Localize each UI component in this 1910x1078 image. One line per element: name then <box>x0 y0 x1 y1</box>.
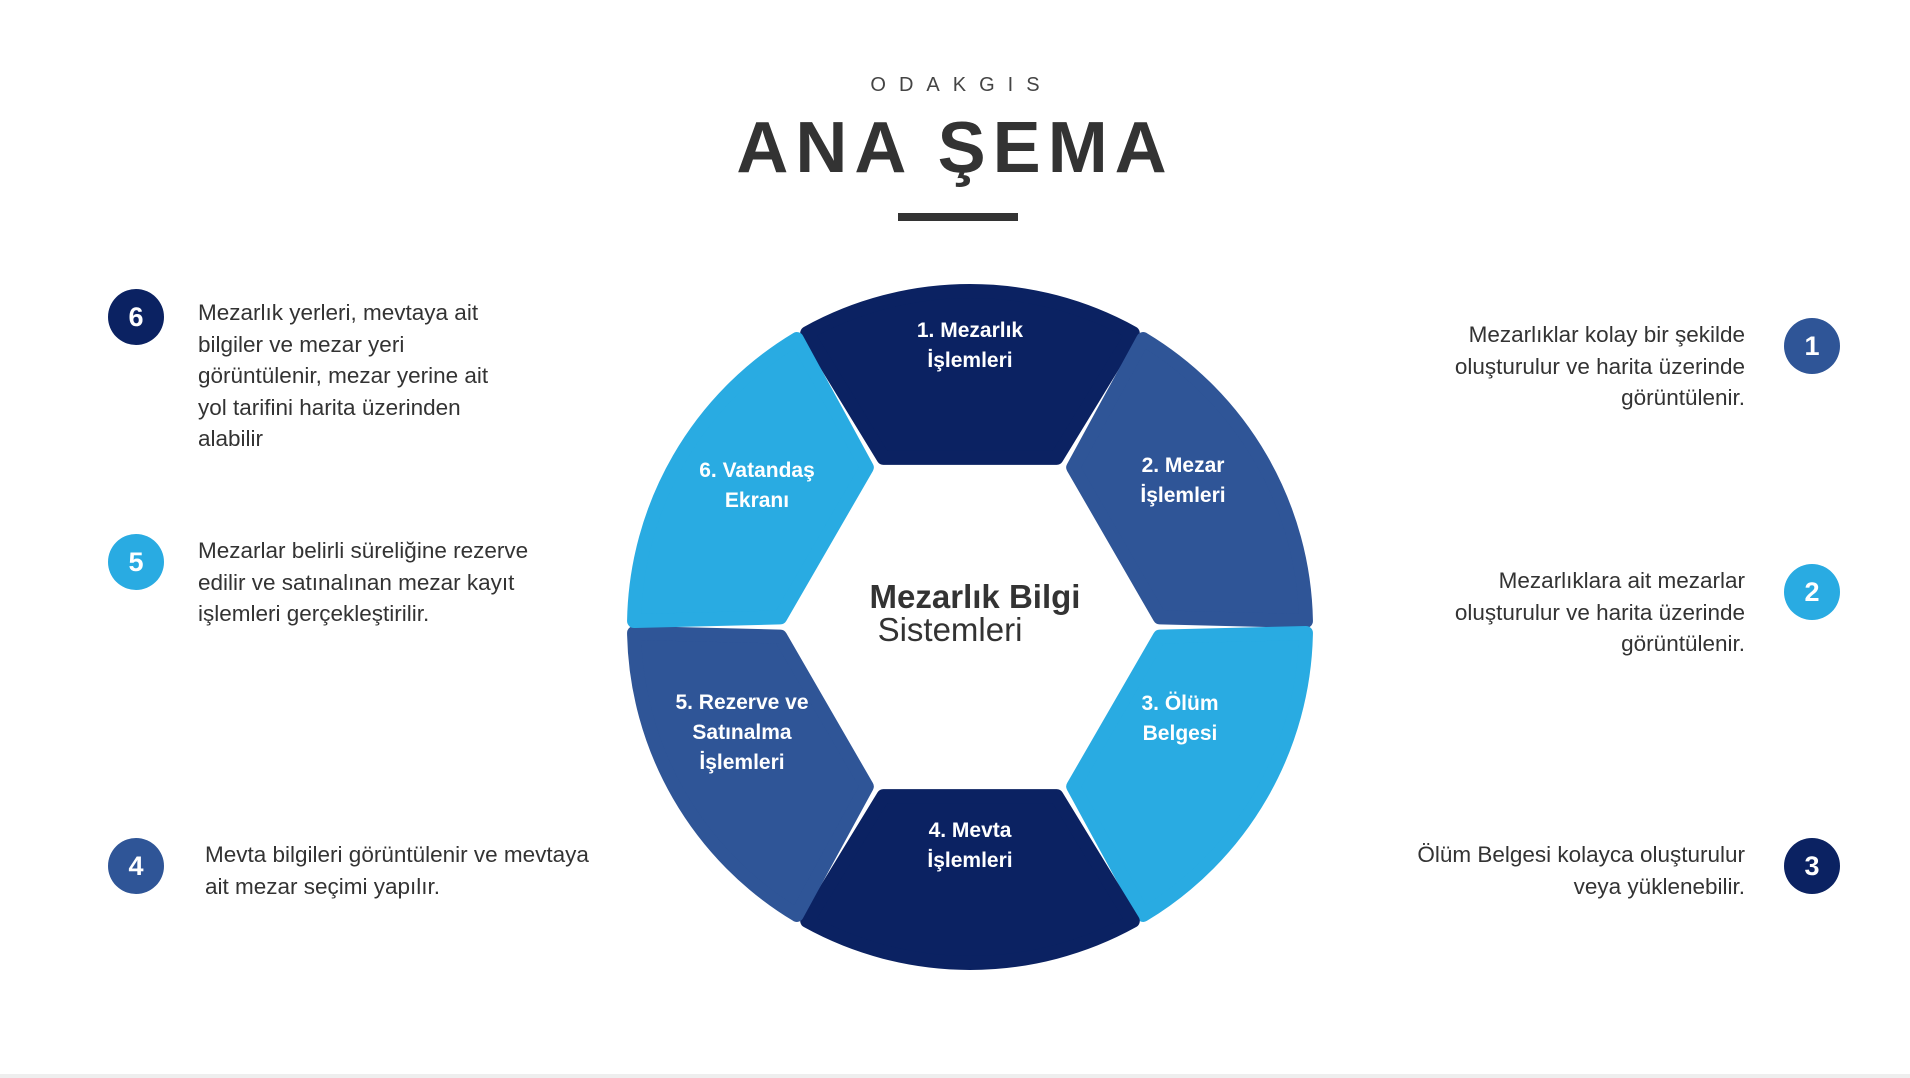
description-6: Mezarlık yerleri, mevtaya ait bilgiler v… <box>198 297 578 455</box>
description-1-line: oluşturulur ve harita üzerinde <box>1454 353 1745 379</box>
wheel-segment-6-label: 6. Vatandaş <box>699 459 815 482</box>
center-title-line1: Mezarlık Bilgi <box>870 578 1081 615</box>
badge-3: 3 <box>1784 838 1840 894</box>
description-2-line: görüntülenir. <box>1621 631 1745 656</box>
description-4: Mevta bilgileri görüntülenir ve mevtaya … <box>205 839 665 902</box>
description-6-line: alabilir <box>198 426 264 451</box>
badge-2: 2 <box>1784 564 1840 620</box>
description-2-line: Mezarlıklara ait mezarlar <box>1498 568 1745 593</box>
wheel-segment-3-label: Belgesi <box>1143 722 1218 745</box>
wheel-segment-5 <box>627 626 874 922</box>
wheel-segment-1-label: İşlemleri <box>927 349 1012 372</box>
page-subtitle: ODAKGIS <box>870 74 1053 96</box>
description-2: Mezarlıklara ait mezarlar oluşturulur ve… <box>1300 565 1745 660</box>
wheel-segment-5-label: 5. Rezerve ve <box>675 691 808 714</box>
badge-5: 5 <box>108 534 164 590</box>
wheel-segment-4-label: İşlemleri <box>927 849 1012 872</box>
wheel-segment-3 <box>1066 626 1313 922</box>
description-5-line: işlemleri gerçekleştirilir. <box>198 601 430 626</box>
title-underline <box>898 213 1018 221</box>
description-5-line: edilir ve satınalınan mezar kayıt <box>198 569 515 595</box>
wheel-segment-6 <box>627 332 874 628</box>
description-1: Mezarlıklar kolay bir şekilde oluşturulu… <box>1300 319 1745 414</box>
description-3-line: veya yüklenebilir. <box>1573 873 1745 899</box>
page-title: ANA ŞEMA <box>736 108 1174 188</box>
wheel-segment-5-label: Satınalma <box>692 721 792 744</box>
badge-4: 4 <box>108 838 164 894</box>
description-3-line: Ölüm Belgesi kolayca oluşturulur <box>1417 842 1745 867</box>
wheel-segment-2-label: İşlemleri <box>1140 484 1225 507</box>
bottom-divider <box>0 1074 1910 1078</box>
description-6-line: Mezarlık yerleri, mevtaya ait <box>198 300 479 325</box>
description-4-line: Mevta bilgileri görüntülenir ve mevtaya <box>205 842 589 867</box>
description-1-line: Mezarlıklar kolay bir şekilde <box>1468 322 1745 347</box>
description-4-line: ait mezar seçimi yapılır. <box>205 873 441 899</box>
wheel-segment-5-label: İşlemleri <box>699 751 784 774</box>
wheel-segment-4-label: 4. Mevta <box>929 819 1012 842</box>
description-6-line: görüntülenir, mezar yerine ait <box>198 363 489 388</box>
wheel-segment-4 <box>800 789 1140 970</box>
badge-6: 6 <box>108 289 164 345</box>
description-2-line: oluşturulur ve harita üzerinde <box>1454 599 1745 625</box>
description-3: Ölüm Belgesi kolayca oluşturulur veya yü… <box>1300 839 1745 902</box>
wheel-segment-3-label: 3. Ölüm <box>1141 692 1218 715</box>
wheel-segment-6-label: Ekranı <box>725 489 789 512</box>
description-5-line: Mezarlar belirli süreliğine rezerve <box>198 538 529 563</box>
wheel-segment-1-label: 1. Mezarlık <box>917 319 1024 342</box>
description-6-line: yol tarifini harita üzerinden <box>198 394 461 420</box>
wheel-segment-2 <box>1066 332 1313 628</box>
center-title-line2: Sistemleri <box>878 611 1023 648</box>
badge-1: 1 <box>1784 318 1840 374</box>
description-1-line: görüntülenir. <box>1621 385 1745 410</box>
wheel-segment-1 <box>800 284 1140 465</box>
description-5: Mezarlar belirli süreliğine rezerve edil… <box>198 535 618 630</box>
description-6-line: bilgiler ve mezar yeri <box>198 331 405 357</box>
wheel-segment-2-label: 2. Mezar <box>1142 454 1225 477</box>
